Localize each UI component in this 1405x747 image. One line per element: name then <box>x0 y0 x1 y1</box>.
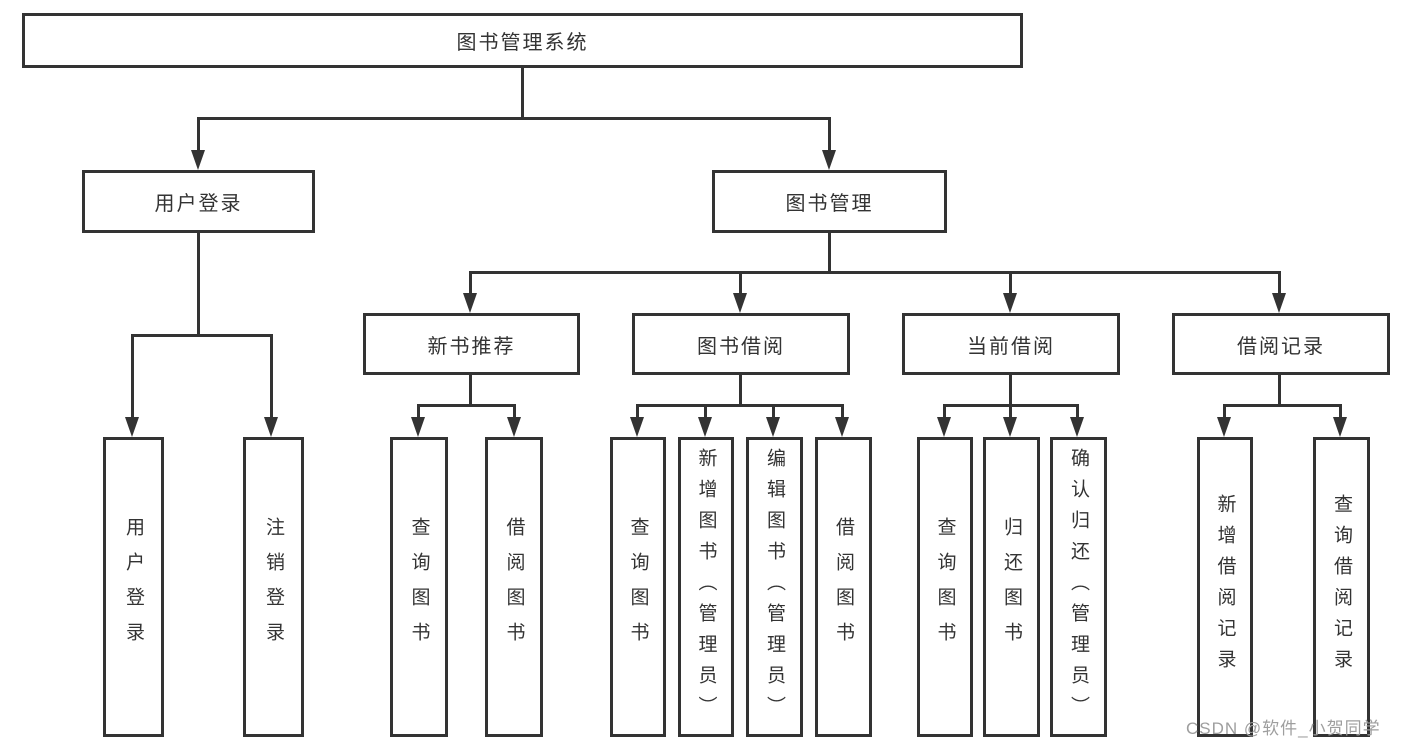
leaf-record-query-borrow-record: 查询借阅记录 <box>1313 437 1370 737</box>
arrow-down-icon <box>411 417 425 437</box>
connector-line <box>1009 404 1012 420</box>
arrow-down-icon <box>766 417 780 437</box>
node-label: 图书管理 <box>785 193 874 215</box>
connector-line <box>841 404 844 420</box>
leaf-borrow-add-books-admin: 新增图书（管理员） <box>678 437 734 737</box>
connector-line <box>1339 404 1342 420</box>
connector-line <box>943 404 946 420</box>
leaf-record-add-borrow-record: 新增借阅记录 <box>1197 437 1253 737</box>
arrow-down-icon <box>937 417 951 437</box>
connector-line <box>1009 271 1012 295</box>
csdn-watermark: CSDN @软件_小贺同学 <box>1186 719 1381 738</box>
connector-line <box>469 375 472 407</box>
node-label: 查询图书 <box>627 517 649 657</box>
node-label: 注销登录 <box>263 517 284 657</box>
leaf-recommend-query-books: 查询图书 <box>390 437 448 737</box>
connector-line <box>521 68 524 120</box>
arrow-down-icon <box>1070 417 1084 437</box>
leaf-user-login: 用户登录 <box>103 437 164 737</box>
connector-line <box>513 404 516 420</box>
arrow-down-icon <box>463 293 477 313</box>
arrow-down-icon <box>1003 417 1017 437</box>
connector-line <box>739 375 742 407</box>
connector-line <box>1076 404 1079 420</box>
node-label: 用户登录 <box>123 517 144 657</box>
node-user-login: 用户登录 <box>82 170 315 233</box>
connector-line <box>197 117 200 153</box>
connector-line <box>739 271 742 295</box>
leaf-current-return-books: 归还图书 <box>983 437 1040 737</box>
node-book-borrow: 图书借阅 <box>632 313 850 375</box>
connector-line <box>636 404 843 407</box>
node-label: 用户登录 <box>154 193 243 215</box>
leaf-current-confirm-return-admin: 确认归还（管理员） <box>1050 437 1107 737</box>
node-current-borrow: 当前借阅 <box>902 313 1120 375</box>
connector-line <box>417 404 420 420</box>
connector-line <box>772 404 775 420</box>
leaf-borrow-query-books: 查询图书 <box>610 437 666 737</box>
connector-line <box>1223 404 1341 407</box>
node-label: 新书推荐 <box>427 335 516 358</box>
arrow-down-icon <box>1333 417 1347 437</box>
arrow-down-icon <box>698 417 712 437</box>
connector-line <box>704 404 707 420</box>
arrow-down-icon <box>822 150 836 170</box>
node-label: 当前借阅 <box>967 335 1055 358</box>
arrow-down-icon <box>191 150 205 170</box>
leaf-current-query-books: 查询图书 <box>917 437 973 737</box>
arrow-down-icon <box>733 293 747 313</box>
arrow-down-icon <box>507 417 521 437</box>
node-label: 查询图书 <box>934 517 956 657</box>
connector-line <box>1223 404 1226 420</box>
connector-line <box>417 404 516 407</box>
connector-line <box>1278 375 1281 407</box>
connector-line <box>828 233 831 274</box>
arrow-down-icon <box>1272 293 1286 313</box>
node-label: 图书借阅 <box>697 335 785 358</box>
arrow-down-icon <box>264 417 278 437</box>
arrow-down-icon <box>1003 293 1017 313</box>
node-library-management-system: 图书管理系统 <box>22 13 1023 68</box>
leaf-borrow-borrow-books: 借阅图书 <box>815 437 872 737</box>
node-label: 查询图书 <box>408 517 430 657</box>
node-borrow-record: 借阅记录 <box>1172 313 1390 375</box>
node-label: 确认归还（管理员） <box>1068 447 1089 727</box>
leaf-borrow-edit-books-admin: 编辑图书（管理员） <box>746 437 803 737</box>
arrow-down-icon <box>1217 417 1231 437</box>
connector-line <box>469 271 1281 274</box>
connector-line <box>469 271 472 295</box>
node-label: 新增图书（管理员） <box>695 447 717 727</box>
node-label: 归还图书 <box>1001 517 1022 657</box>
arrow-down-icon <box>835 417 849 437</box>
connector-line <box>270 334 273 418</box>
connector-line <box>1278 271 1281 295</box>
connector-line <box>131 334 273 337</box>
node-label: 借阅记录 <box>1237 335 1325 358</box>
connector-line <box>1009 375 1012 407</box>
arrow-down-icon <box>125 417 139 437</box>
connector-line <box>131 334 134 418</box>
leaf-logout: 注销登录 <box>243 437 304 737</box>
connector-line <box>197 233 200 337</box>
node-new-book-recommend: 新书推荐 <box>363 313 580 375</box>
connector-line <box>636 404 639 420</box>
node-label: 编辑图书（管理员） <box>764 447 785 727</box>
connector-line <box>197 117 831 120</box>
node-label: 查询借阅记录 <box>1331 494 1352 680</box>
node-label: 新增借阅记录 <box>1214 494 1236 680</box>
node-label: 借阅图书 <box>833 517 854 657</box>
connector-line <box>828 117 831 153</box>
arrow-down-icon <box>630 417 644 437</box>
leaf-recommend-borrow-books: 借阅图书 <box>485 437 543 737</box>
node-book-management: 图书管理 <box>712 170 947 233</box>
node-label: 图书管理系统 <box>456 32 589 54</box>
node-label: 借阅图书 <box>503 517 525 657</box>
